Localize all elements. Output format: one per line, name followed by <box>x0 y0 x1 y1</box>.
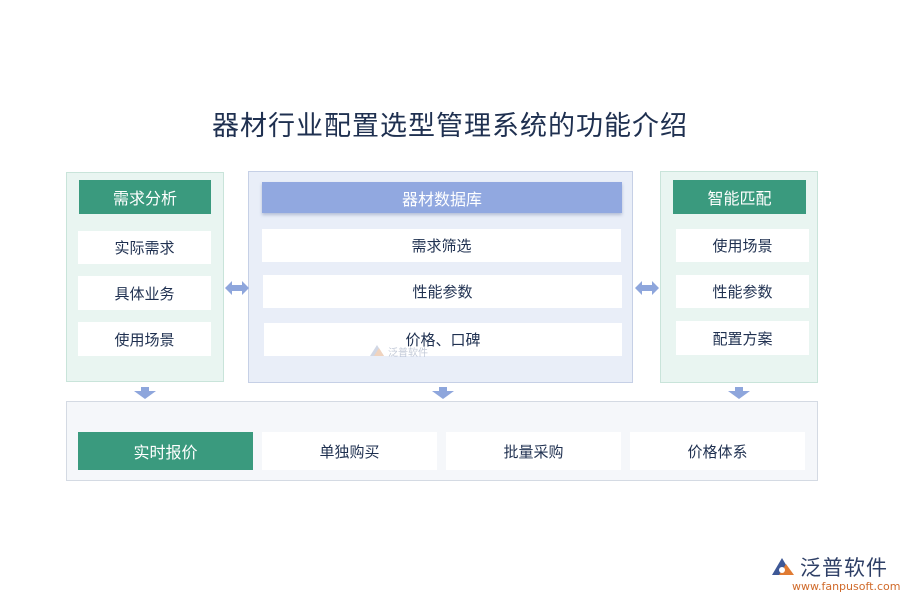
smart-matching-header: 智能匹配 <box>673 180 806 214</box>
left-item-actual-demand: 实际需求 <box>78 231 211 264</box>
mid-item-demand-filter: 需求筛选 <box>262 229 621 262</box>
demand-analysis-header: 需求分析 <box>79 180 211 214</box>
watermark-text: 泛普软件 <box>388 347 428 359</box>
right-item-usage-scenario: 使用场景 <box>676 229 809 262</box>
right-item-config-plan: 配置方案 <box>676 321 809 355</box>
mid-item-performance-params: 性能参数 <box>263 275 622 308</box>
brand-name: 泛普软件 <box>800 556 888 580</box>
left-item-usage-scenario: 使用场景 <box>78 322 211 356</box>
watermark: 泛普软件 <box>368 343 428 359</box>
left-item-specific-business: 具体业务 <box>78 276 211 310</box>
right-item-performance-params: 性能参数 <box>676 275 809 308</box>
equipment-database-header: 器材数据库 <box>262 182 622 213</box>
double-arrow-right-icon <box>635 281 659 295</box>
brand-logo: 泛普软件 <box>770 552 888 582</box>
bottom-item-bulk-purchase: 批量采购 <box>446 432 621 470</box>
down-arrow-left-icon <box>134 387 156 399</box>
bottom-item-single-purchase: 单独购买 <box>262 432 437 470</box>
bottom-item-realtime-quote: 实时报价 <box>78 432 253 470</box>
brand-logo-icon <box>772 558 794 575</box>
page-title: 器材行业配置选型管理系统的功能介绍 <box>212 111 688 142</box>
down-arrow-middle-icon <box>432 387 454 399</box>
brand-url: www.fanpusoft.com <box>792 580 900 593</box>
down-arrow-right-icon <box>728 387 750 399</box>
bottom-item-price-system: 价格体系 <box>630 432 805 470</box>
mid-item-price-reputation: 价格、口碑 <box>264 323 622 356</box>
double-arrow-left-icon <box>225 281 249 295</box>
watermark-logo-icon <box>370 345 384 356</box>
